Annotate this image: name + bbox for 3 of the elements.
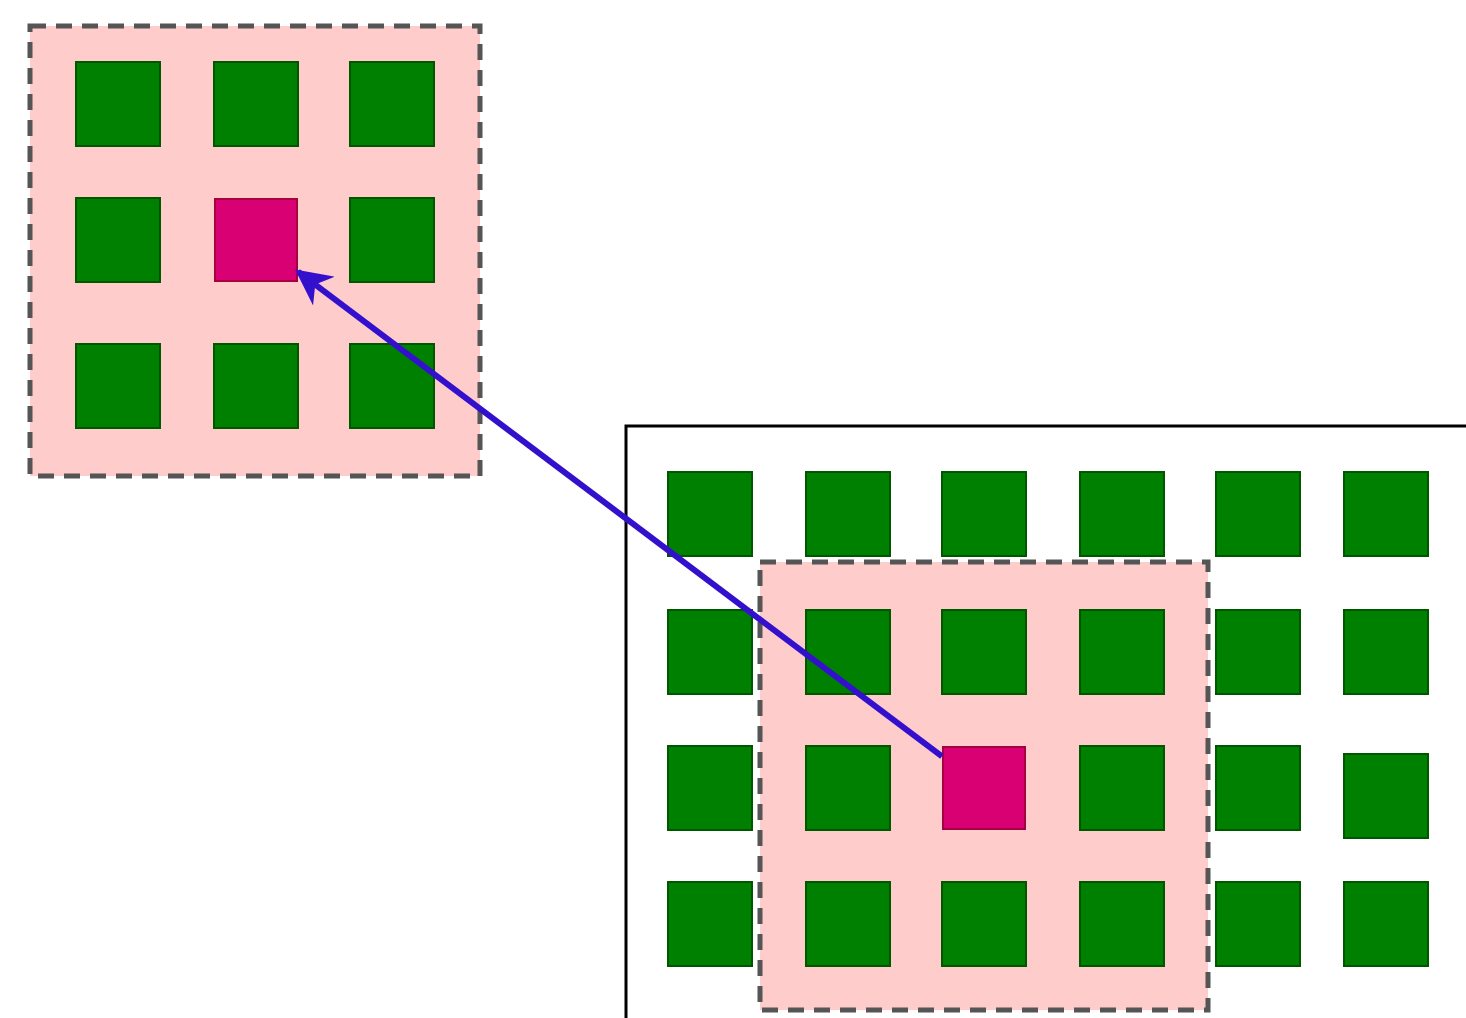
arrow [295,269,944,759]
highlighted-square [942,746,1026,830]
highlighted-square [214,198,298,282]
